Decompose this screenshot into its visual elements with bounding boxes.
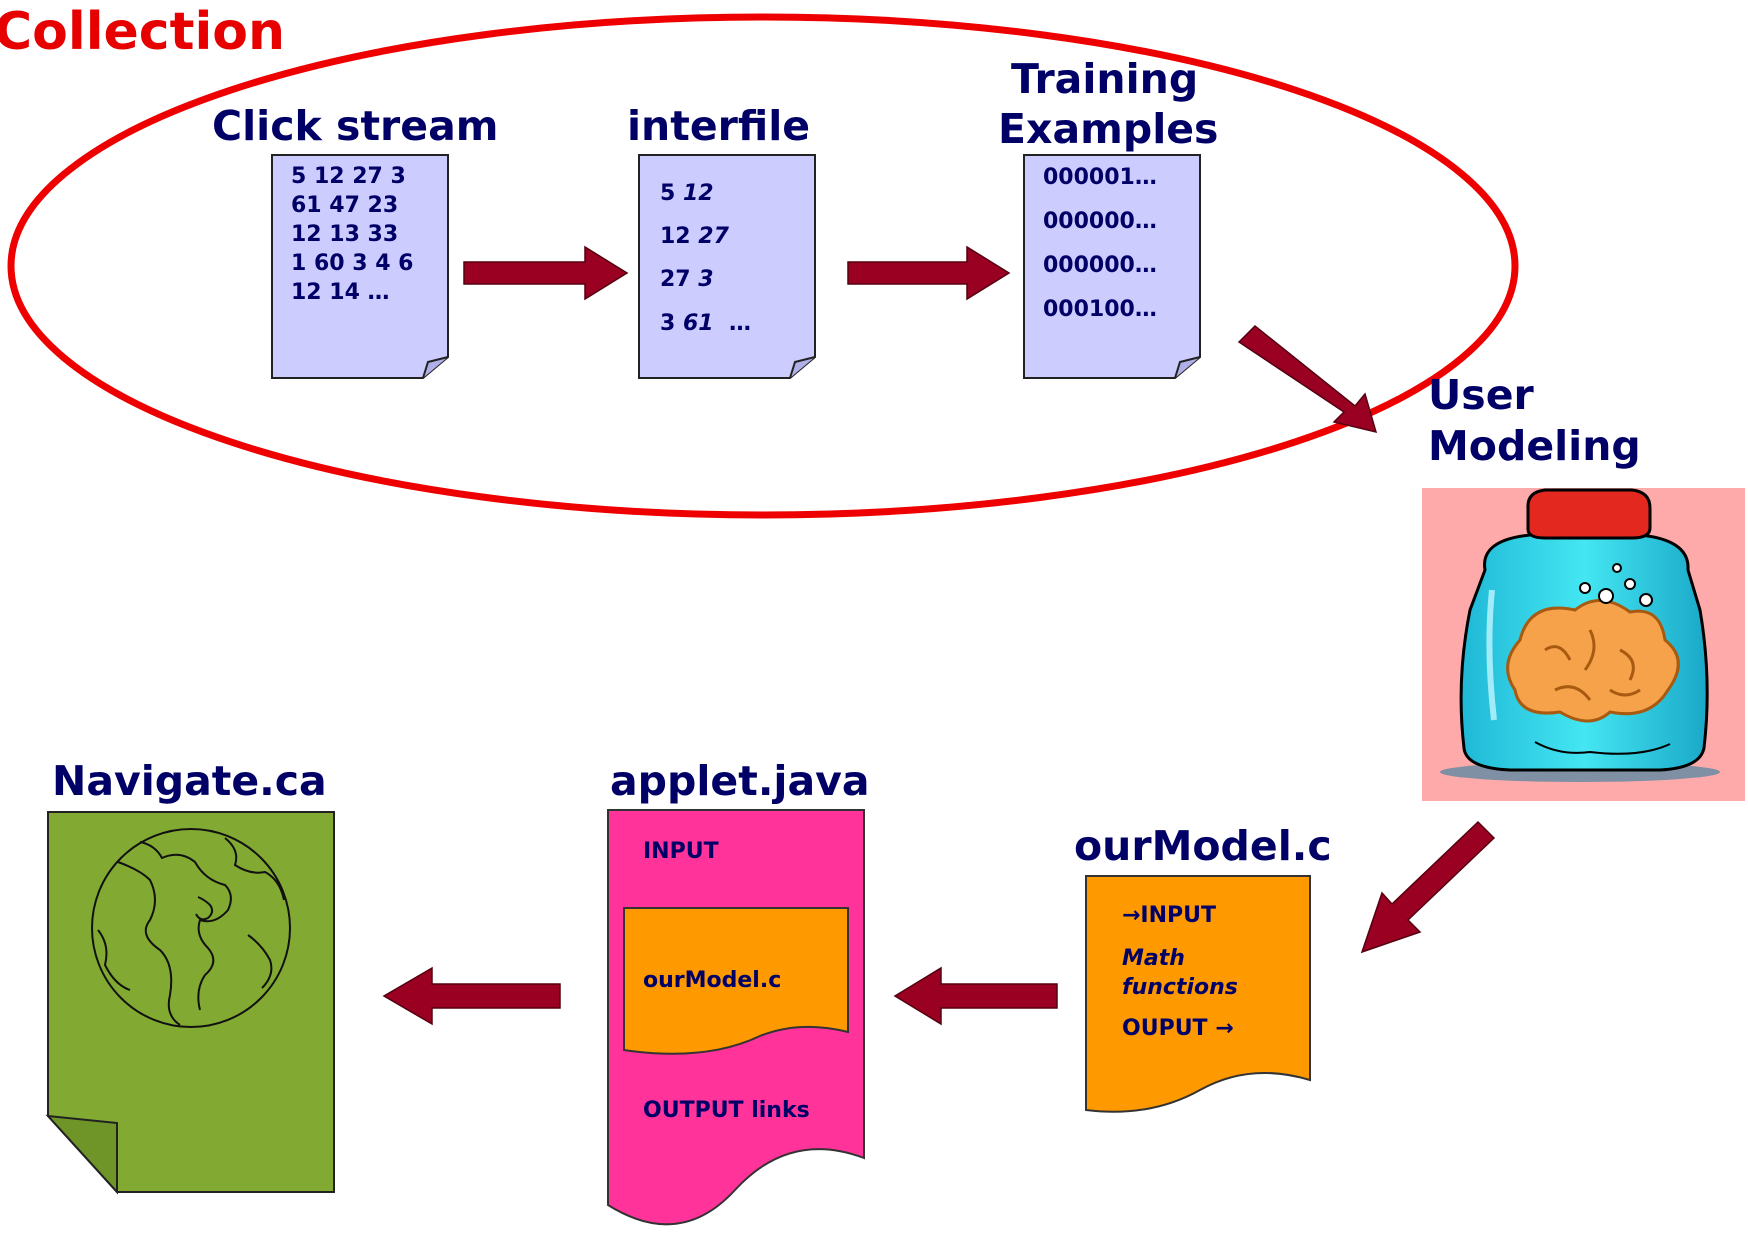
user-modeling-label-line2: Modeling	[1428, 422, 1641, 470]
collection-ellipse	[7, 13, 1519, 519]
applet-label: applet.java	[610, 757, 870, 805]
arrow-interfile-to-training	[847, 245, 1011, 301]
collection-title: Collection	[0, 2, 286, 62]
applet-inner-ourmodel: ourModel.c	[643, 968, 782, 993]
arrow-ourmodel-to-applet	[893, 966, 1058, 1026]
ourmodel-output: OUPUT →	[1122, 1016, 1234, 1041]
arrow-applet-to-navigate	[382, 966, 561, 1026]
ourmodel-math-line1: Math	[1122, 946, 1185, 971]
click-stream-line: 12 14 …	[291, 280, 390, 305]
globe-icon	[91, 828, 291, 1028]
training-row: 000000…	[1043, 209, 1157, 234]
training-row: 000000…	[1043, 253, 1157, 278]
click-stream-document	[271, 154, 449, 379]
applet-inner-ourmodel-box	[623, 907, 849, 1055]
interfile-row: 5 12	[660, 181, 714, 206]
interfile-document	[638, 154, 816, 379]
interfile-row: 12 27	[660, 224, 729, 249]
click-stream-label: Click stream	[212, 102, 499, 150]
arrow-training-to-usermodeling	[1237, 324, 1378, 434]
ourmodel-label: ourModel.c	[1074, 822, 1332, 870]
arrow-clickstream-to-interfile	[463, 245, 629, 301]
click-stream-line: 5 12 27 3	[291, 164, 406, 189]
training-row: 000001…	[1043, 165, 1157, 190]
user-modeling-label-line1: User	[1428, 371, 1534, 419]
click-stream-line: 61 47 23	[291, 193, 399, 218]
applet-input: INPUT	[643, 839, 719, 864]
click-stream-line: 12 13 33	[291, 222, 399, 247]
interfile-label: interfile	[627, 102, 811, 150]
training-examples-document	[1023, 154, 1201, 379]
training-row: 000100…	[1043, 297, 1157, 322]
interfile-row: 27 3	[660, 267, 714, 292]
ourmodel-document	[1085, 875, 1311, 1113]
arrow-usermodeling-to-ourmodel	[1360, 820, 1496, 954]
ourmodel-input: →INPUT	[1122, 903, 1217, 928]
click-stream-line: 1 60 3 4 6	[291, 251, 414, 276]
navigate-label: Navigate.ca	[52, 757, 327, 805]
ourmodel-math-line2: functions	[1122, 975, 1238, 1000]
interfile-row: 3 61 …	[660, 311, 751, 336]
navigate-document	[45, 811, 335, 1195]
applet-output-links: OUTPUT links	[643, 1098, 810, 1123]
training-label-line1: Training	[1011, 55, 1199, 103]
training-label-line2: Examples	[998, 105, 1219, 153]
brain-in-jar-icon	[1422, 488, 1745, 801]
